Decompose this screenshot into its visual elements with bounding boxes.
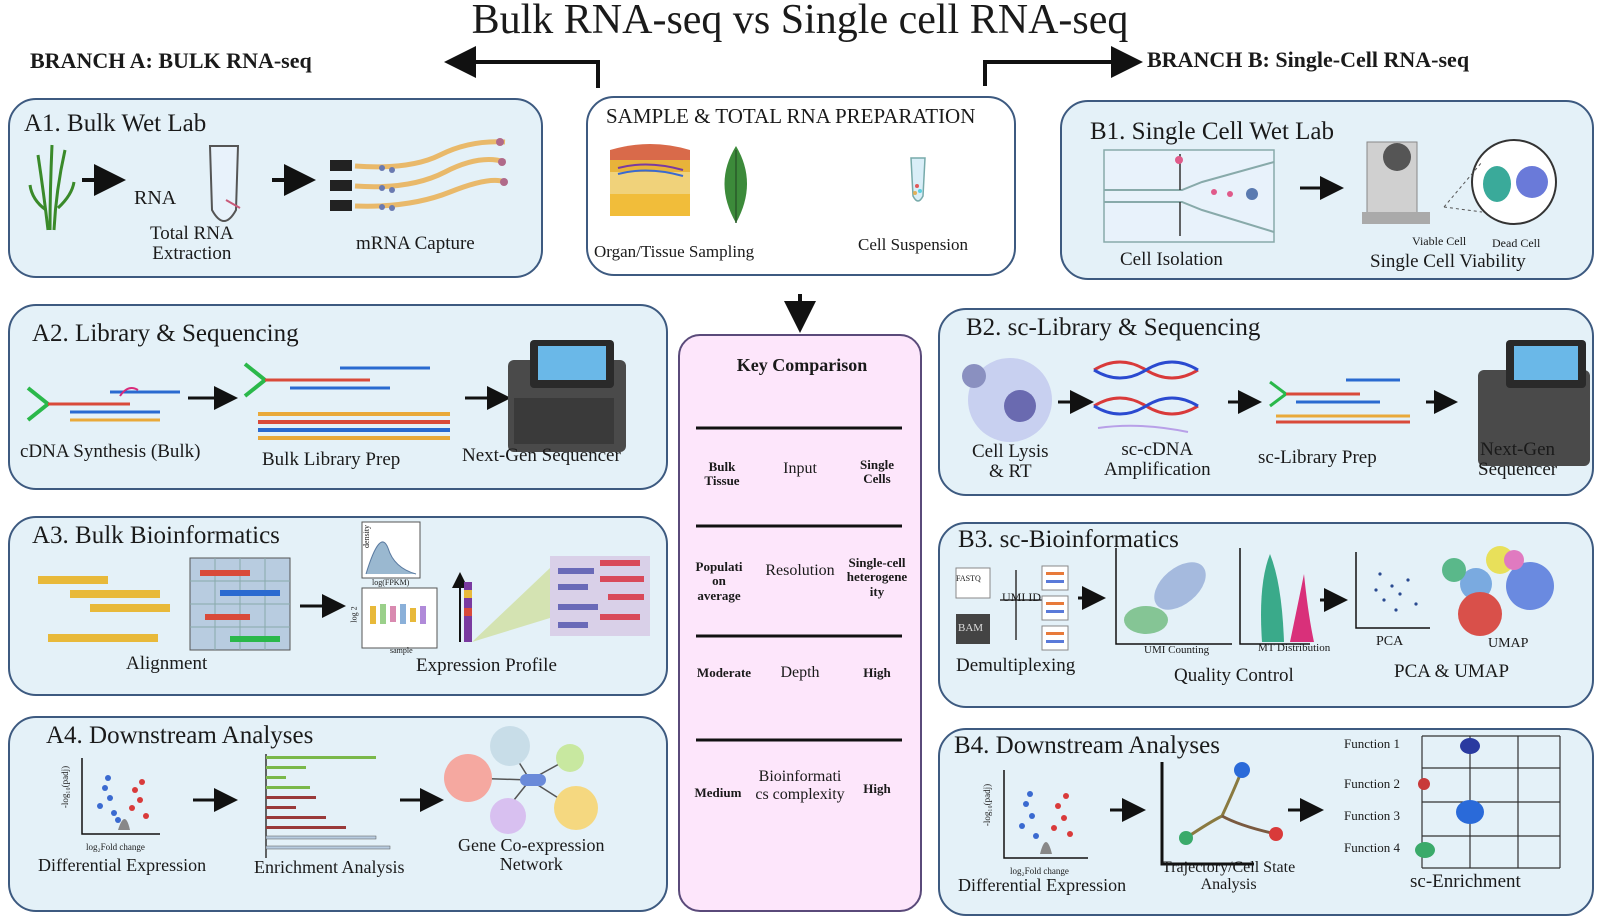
b3-bam-label: BAM bbox=[958, 622, 984, 634]
branch-b-label: BRANCH B: Single-Cell RNA-seq bbox=[1147, 47, 1470, 72]
a3-alignment-label: Alignment bbox=[126, 653, 208, 674]
key-comparison-dividers bbox=[696, 426, 902, 742]
panel-b3-sc-bioinformatics: B3. sc-Bioinformatics FASTQ BAM UMI ID U… bbox=[938, 522, 1594, 708]
b4-function-3: Function 3 bbox=[1344, 808, 1400, 823]
a1-title: A1. Bulk Wet Lab bbox=[24, 110, 207, 137]
b1-illustration bbox=[1103, 139, 1557, 243]
b2-amp-label: sc-cDNA Amplification bbox=[1104, 439, 1211, 480]
key-row4-mid: Bioinformati cs complexity bbox=[755, 768, 845, 803]
a4-network-label: Gene Co-expression Network bbox=[458, 835, 605, 874]
b3-umap-label: UMAP bbox=[1488, 636, 1529, 651]
panel-a2-library-sequencing: A2. Library & Sequencing cDNA Synthesis … bbox=[8, 304, 668, 490]
b2-lysis-label: Cell Lysis & RT bbox=[972, 441, 1049, 482]
b3-pca-label: PCA bbox=[1376, 634, 1404, 649]
key-row4-right: High bbox=[863, 781, 891, 796]
key-row1-mid: Input bbox=[783, 460, 817, 477]
b4-function-4: Function 4 bbox=[1344, 840, 1400, 855]
panel-a3-bulk-bioinformatics: A3. Bulk Bioinformatics density log(FPKM… bbox=[8, 516, 668, 696]
b4-function-1: Function 1 bbox=[1344, 736, 1400, 751]
a4-volcano-xlabel: log₂Fold change bbox=[86, 842, 145, 852]
a4-de-label: Differential Expression bbox=[38, 855, 207, 875]
a3-box-xlabel: sample bbox=[390, 646, 413, 655]
b4-function-2: Function 2 bbox=[1344, 776, 1400, 791]
key-comparison-title: Key Comparison bbox=[736, 355, 868, 375]
key-row3-right: High bbox=[863, 665, 891, 680]
b3-pca-umap-label: PCA & UMAP bbox=[1394, 661, 1510, 682]
b3-illustration bbox=[955, 546, 1554, 651]
b4-title: B4. Downstream Analyses bbox=[954, 732, 1220, 759]
panel-a4-downstream: A4. Downstream Analyses -log₁₀(padj) log… bbox=[8, 716, 668, 912]
a2-title: A2. Library & Sequencing bbox=[32, 320, 299, 347]
b3-mt-label: MT Distribution bbox=[1258, 642, 1331, 654]
a1-extraction-label: Total RNA Extraction bbox=[150, 223, 234, 264]
a2-sequencer-label: Next-Gen Sequencer bbox=[462, 445, 621, 466]
a1-rna-label: RNA bbox=[134, 187, 177, 209]
key-row2-left: Populati on average bbox=[695, 559, 743, 603]
panel-b1-single-cell-wet-lab: B1. Single Cell Wet Lab Cell Isolation V… bbox=[1060, 100, 1594, 280]
a3-title: A3. Bulk Bioinformatics bbox=[32, 522, 280, 549]
key-row4-left: Medium bbox=[694, 785, 742, 800]
a2-library-label: Bulk Library Prep bbox=[262, 449, 401, 470]
key-row2-mid: Resolution bbox=[765, 562, 835, 579]
branch-a-label: BRANCH A: BULK RNA-seq bbox=[30, 48, 312, 73]
a4-illustration bbox=[81, 726, 598, 858]
key-row1-left: Bulk Tissue bbox=[704, 459, 740, 489]
b4-illustration bbox=[1003, 735, 1561, 869]
b1-title: B1. Single Cell Wet Lab bbox=[1090, 118, 1335, 145]
a4-title: A4. Downstream Analyses bbox=[46, 722, 314, 749]
a3-expression-label: Expression Profile bbox=[416, 655, 557, 676]
key-row1-right: Single Cells bbox=[860, 457, 894, 487]
a4-volcano-ylabel: -log₁₀(padj) bbox=[60, 765, 71, 809]
sample-prep-panel: SAMPLE & TOTAL RNA PREPARATION Organ/Tis… bbox=[586, 96, 1016, 276]
key-comparison-panel: Key Comparison Bulk Tissue Input Single … bbox=[678, 334, 922, 912]
page-title: Bulk RNA-seq vs Single cell RNA-seq bbox=[471, 0, 1129, 43]
key-row2-right: Single-cell heterogene ity bbox=[846, 555, 908, 599]
b4-volcano-ylabel: -log₁₀(padj) bbox=[982, 783, 993, 827]
b4-traj-label: Trajectory/Cell State Analysis bbox=[1162, 859, 1296, 893]
a4-enrichment-label: Enrichment Analysis bbox=[254, 857, 405, 877]
b3-fastq-label: FASTQ bbox=[956, 574, 981, 583]
b4-volcano-xlabel: log₂Fold change bbox=[1010, 866, 1069, 876]
panel-b2-sc-library: B2. sc-Library & Sequencing Cell Lysis &… bbox=[938, 308, 1594, 496]
a3-illustration bbox=[38, 521, 650, 651]
a1-capture-label: mRNA Capture bbox=[356, 233, 475, 254]
b3-umi-id-label: UMI ID bbox=[1002, 590, 1041, 604]
a3-density-xlabel: log(FPKM) bbox=[372, 578, 410, 587]
cell-suspension-label: Cell Suspension bbox=[858, 235, 969, 254]
b3-title: B3. sc-Bioinformatics bbox=[958, 526, 1179, 553]
panel-b4-downstream: B4. Downstream Analyses -log₁₀(padj) log… bbox=[938, 728, 1594, 916]
b1-isolation-label: Cell Isolation bbox=[1120, 249, 1223, 270]
b4-de-label: Differential Expression bbox=[958, 875, 1127, 895]
b1-dead-label: Dead Cell bbox=[1492, 236, 1541, 250]
b4-enrich-label: sc-Enrichment bbox=[1410, 871, 1521, 892]
tissue-leaf-tube-illustration bbox=[610, 144, 926, 223]
key-row3-left: Moderate bbox=[696, 665, 752, 680]
a3-density-ylabel: density bbox=[362, 524, 372, 549]
b2-title: B2. sc-Library & Sequencing bbox=[966, 314, 1261, 341]
b3-demux-label: Demultiplexing bbox=[956, 655, 1076, 676]
a3-box-ylabel: log 2 bbox=[349, 606, 359, 623]
a1-illustration bbox=[28, 138, 508, 231]
b2-prep-label: sc-Library Prep bbox=[1258, 447, 1377, 468]
a2-illustration bbox=[26, 340, 626, 452]
a2-cdna-label: cDNA Synthesis (Bulk) bbox=[20, 441, 201, 462]
b3-umi-counting-label: UMI Counting bbox=[1144, 644, 1210, 656]
organ-tissue-sampling-label: Organ/Tissue Sampling bbox=[594, 242, 755, 261]
b3-qc-label: Quality Control bbox=[1174, 665, 1294, 686]
b1-viability-label: Single Cell Viability bbox=[1370, 251, 1526, 272]
sample-panel-title: SAMPLE & TOTAL RNA PREPARATION bbox=[606, 104, 976, 128]
b1-viable-label: Viable Cell bbox=[1412, 234, 1467, 248]
b2-illustration bbox=[962, 340, 1590, 466]
b2-seq-label: Next-Gen Sequencer bbox=[1478, 439, 1558, 480]
panel-a1-bulk-wet-lab: A1. Bulk Wet Lab RNA Total RNA Extractio… bbox=[8, 98, 543, 278]
key-row3-mid: Depth bbox=[780, 664, 820, 681]
